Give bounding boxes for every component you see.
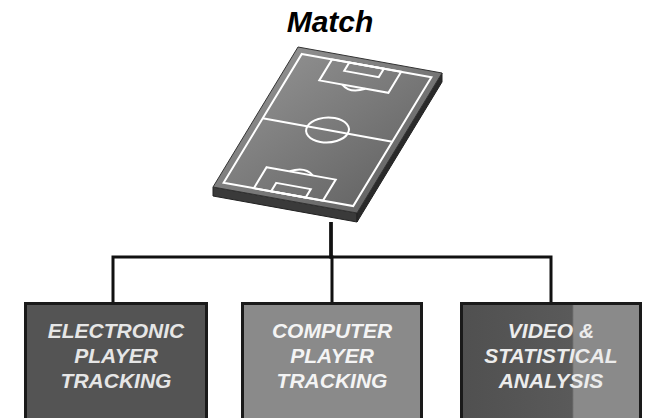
box-label: COMPUTER PLAYER TRACKING	[252, 318, 412, 393]
pitch-node: Match	[212, 0, 448, 224]
box-label: VIDEO & STATISTICAL ANALYSIS	[471, 318, 631, 393]
diagram-heading: Match	[212, 0, 448, 40]
pitch-surface	[213, 47, 442, 213]
process-box: ELECTRONIC PLAYER TRACKING	[24, 302, 208, 418]
process-box: COMPUTER PLAYER TRACKING	[241, 302, 423, 418]
box-label: ELECTRONIC PLAYER TRACKING	[35, 318, 197, 393]
pitch-markings	[224, 54, 432, 206]
process-box: VIDEO & STATISTICAL ANALYSIS	[460, 302, 642, 418]
connector-line	[331, 222, 551, 302]
connector-line	[113, 222, 331, 302]
